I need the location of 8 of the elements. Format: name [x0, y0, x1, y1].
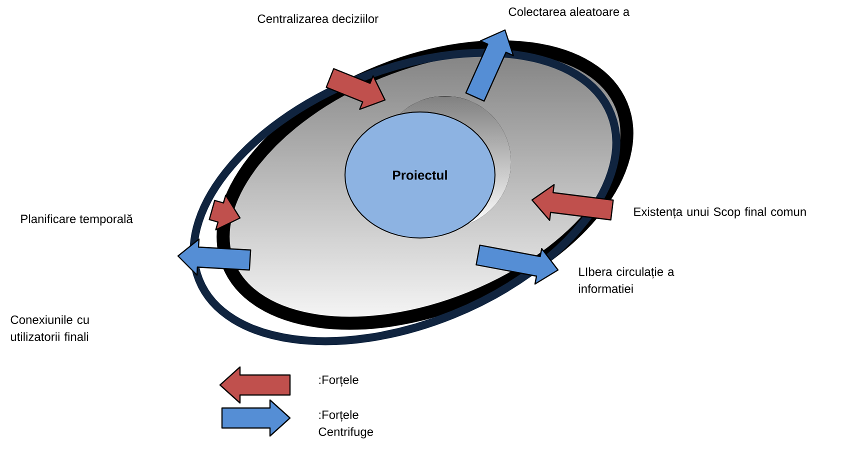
label: Existența unui Scop final comun: [634, 207, 806, 218]
legend-text: :Forțele Centrifuge: [318, 410, 374, 438]
label: Conexiunile cu utilizatorii finali: [10, 315, 89, 341]
label: LIbera circulație a informatiei: [579, 267, 674, 293]
label: Planificare temporală: [21, 214, 133, 226]
label: Centralizarea deciziilor: [258, 14, 378, 23]
legend-text: :Forțele: [319, 375, 358, 386]
label: Colectarea aleatoare a: [508, 7, 630, 16]
